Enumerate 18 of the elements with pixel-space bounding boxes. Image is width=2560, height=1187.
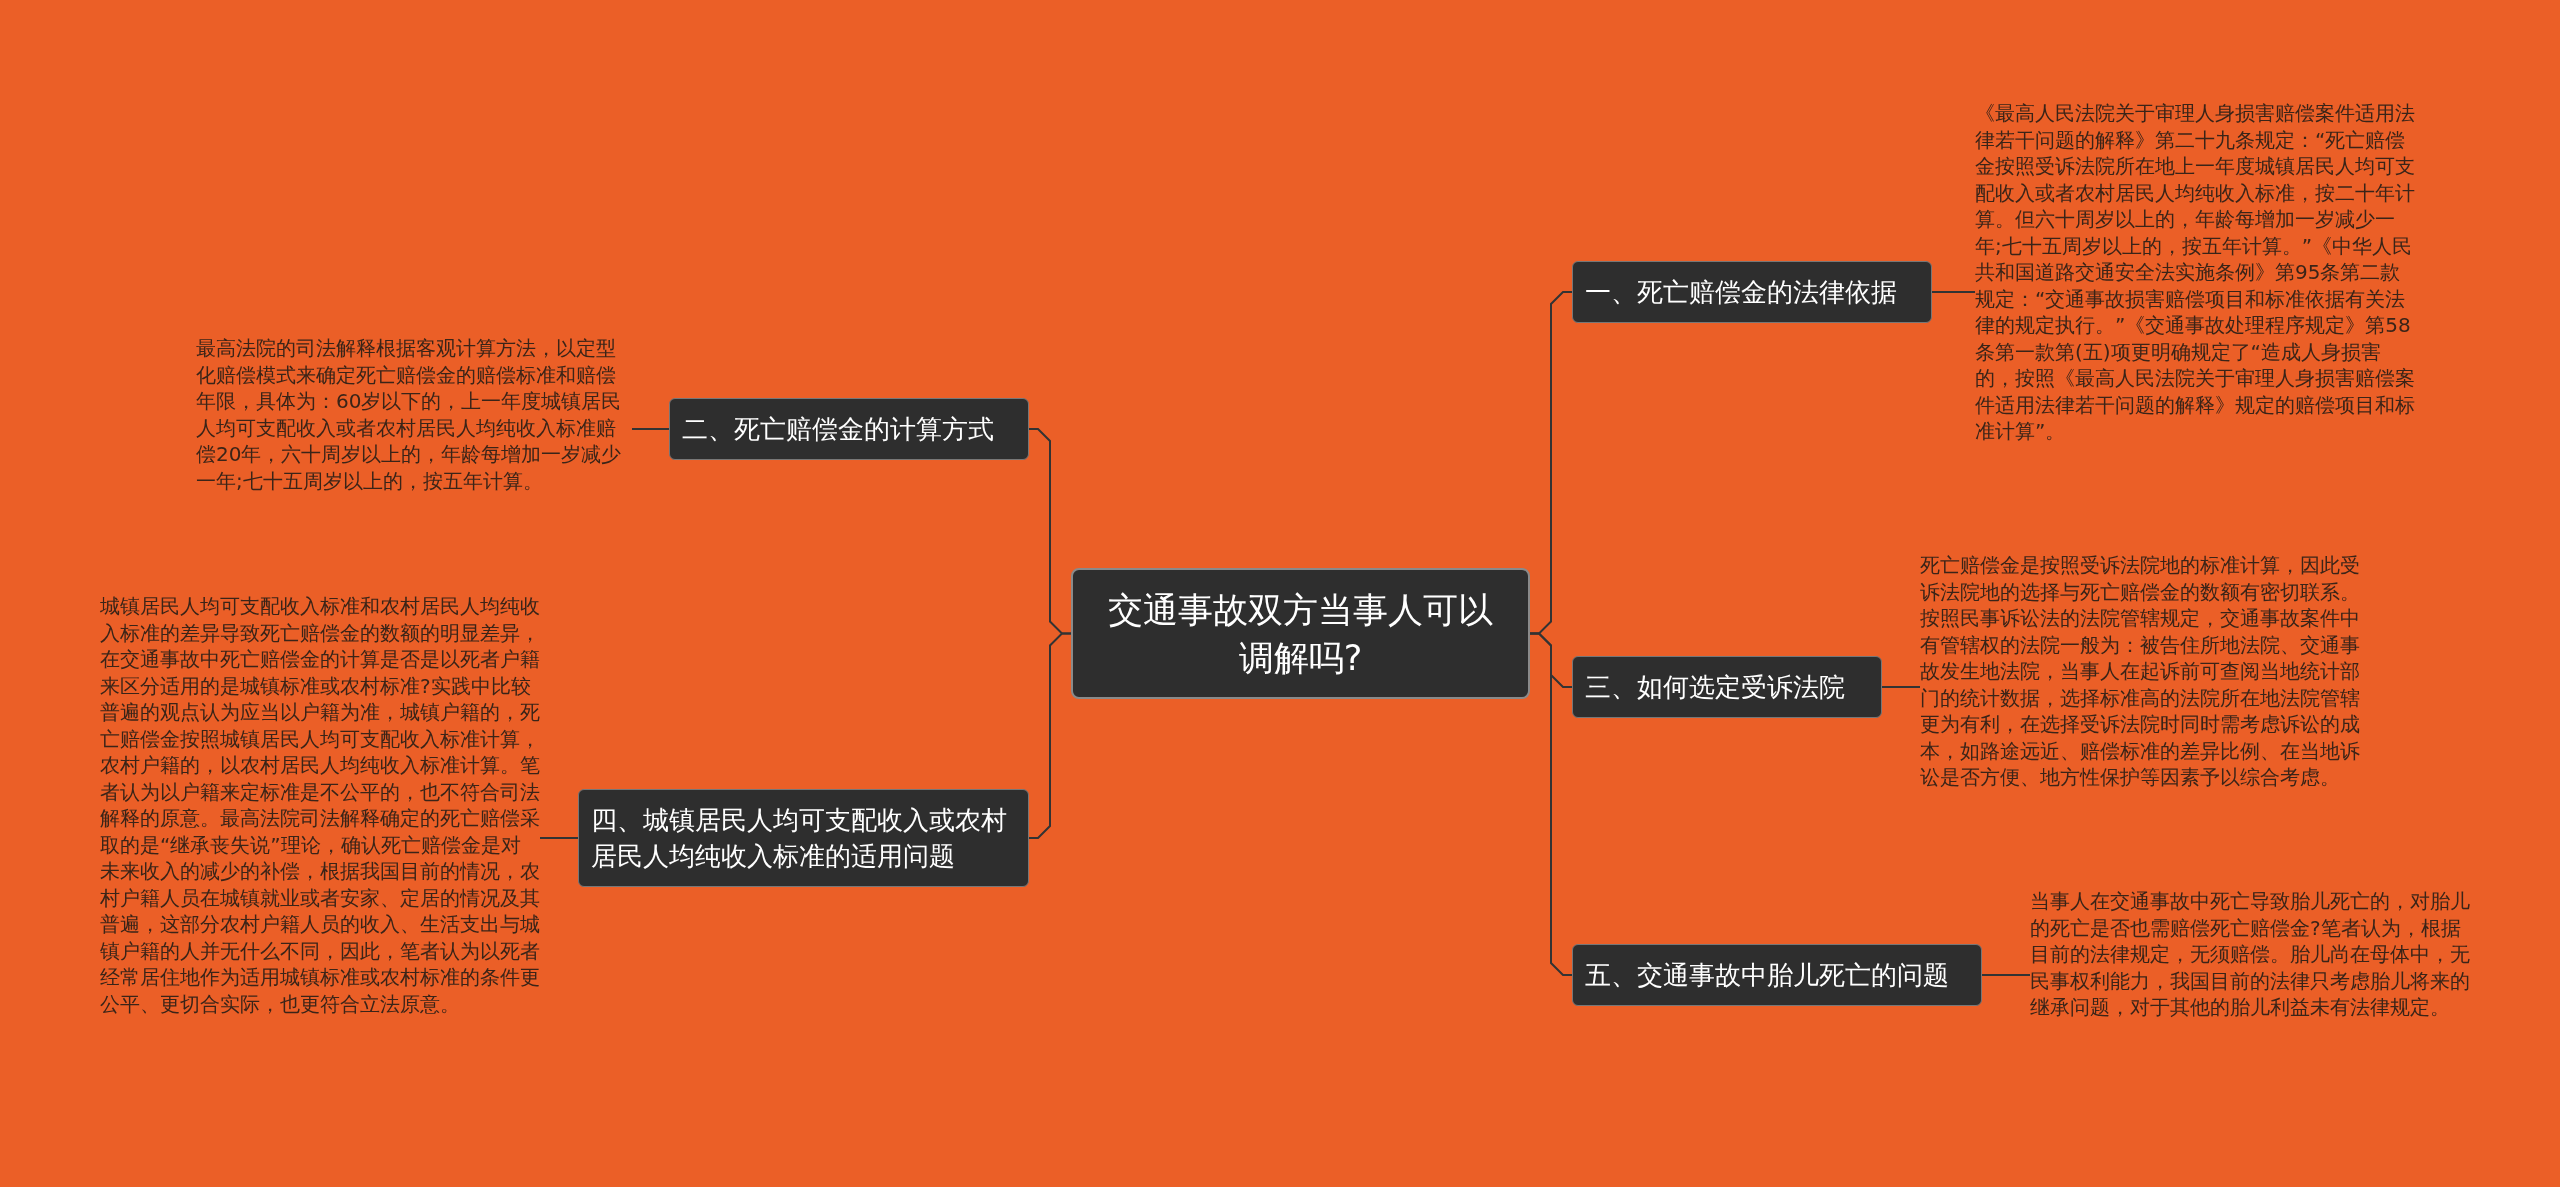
central-topic-box: 交通事故双方当事人可以调解吗? xyxy=(1071,568,1530,699)
connector-line xyxy=(539,837,579,839)
detail-text: 当事人在交通事故中死亡导致胎儿死亡的，对胎儿的死亡是否也需赔偿死亡赔偿金?笔者认为，根据目前的法律规定，无须赔偿。胎儿尚在母体中，无民事权利能力，我国目前的法律只考虑胎儿将来的继承问题，对于其他的胎儿利益未有法律规定。 xyxy=(2030,888,2471,1021)
connector-line xyxy=(1881,686,1921,688)
detail-text: 城镇居民人均可支配收入标准和农村居民人均纯收入标准的差异导致死亡赔偿金的数额的明显差异，在交通事故中死亡赔偿金的计算是否是以死者户籍来区分适用的是城镇标准或农村标准?实践中比较普遍的观点认为应当以户籍为准，城镇户籍的，死亡赔偿金按照城镇居民人均可支配收入标准计算，农村户籍的，以农村居民人均纯收入标准计算。笔者认为以户籍来定标准是不公平的，也不符合司法解释的原意。最高法院司法解释确定的死亡赔偿采取的是“继承丧失说”理论，确认死亡赔偿金是对未来收入的减少的补偿，根据我国目前的情况，农村户籍人员在城镇就业或者安家、定居的情况及其普遍，这部分农村户籍人员的收入、生活支出与城镇户籍的人并无什么不同，因此，笔者认为以死者经常居住地作为适用城镇标准或农村标准的条件更公平、更切合实际，也更符合立法原意。 xyxy=(100,593,540,1017)
topic-box: 三、如何选定受诉法院 xyxy=(1572,656,1882,718)
topic-box: 二、死亡赔偿金的计算方式 xyxy=(669,398,1029,460)
connector-line xyxy=(631,428,670,430)
detail-text: 死亡赔偿金是按照受诉法院地的标准计算，因此受诉法院地的选择与死亡赔偿金的数额有密切联系。按照民事诉讼法的法院管辖规定，交通事故案件中有管辖权的法院一般为：被告住所地法院、交通事故发生地法院，当事人在起诉前可查阅当地统计部门的统计数据，选择标准高的法院所在地法院管辖更为有利，在选择受诉法院时同时需考虑诉讼的成本，如路途远近、赔偿标准的差异比例、在当地诉讼是否方便、地方性保护等因素予以综合考虑。 xyxy=(1920,552,2361,791)
connector-line xyxy=(1981,974,2031,976)
connector-line xyxy=(1931,291,1976,293)
detail-text: 最高法院的司法解释根据客观计算方法，以定型化赔偿模式来确定死亡赔偿金的赔偿标准和赔偿年限，具体为：60岁以下的，上一年度城镇居民人均可支配收入或者农村居民人均纯收入标准赔偿20年，六十周岁以上的，年龄每增加一岁减少一年;七十五周岁以上的，按五年计算。 xyxy=(196,335,623,494)
topic-box: 四、城镇居民人均可支配收入或农村居民人均纯收入标准的适用问题 xyxy=(578,789,1029,887)
detail-text: 《最高人民法院关于审理人身损害赔偿案件适用法律若干问题的解释》第二十九条规定：“死亡赔偿金按照受诉法院所在地上一年度城镇居民人均可支配收入或者农村居民人均纯收入标准，按二十年计算。但六十周岁以上的，年龄每增加一岁减少一年;七十五周岁以上的，按五年计算。”《中华人民共和国道路交通安全法实施条例》第95条第二款规定：“交通事故损害赔偿项目和标准依据有关法律的规定执行。”《交通事故处理程序规定》第58条第一款第(五)项更明确规定了“造成人身损害的，按照《最高人民法院关于审理人身损害赔偿案件适用法律若干问题的解释》规定的赔偿项目和标准计算”。 xyxy=(1975,100,2415,445)
topic-box: 一、死亡赔偿金的法律依据 xyxy=(1572,261,1932,323)
topic-box: 五、交通事故中胎儿死亡的问题 xyxy=(1572,944,1982,1006)
connector-line xyxy=(1529,632,1573,976)
connector-line xyxy=(1028,632,1072,839)
